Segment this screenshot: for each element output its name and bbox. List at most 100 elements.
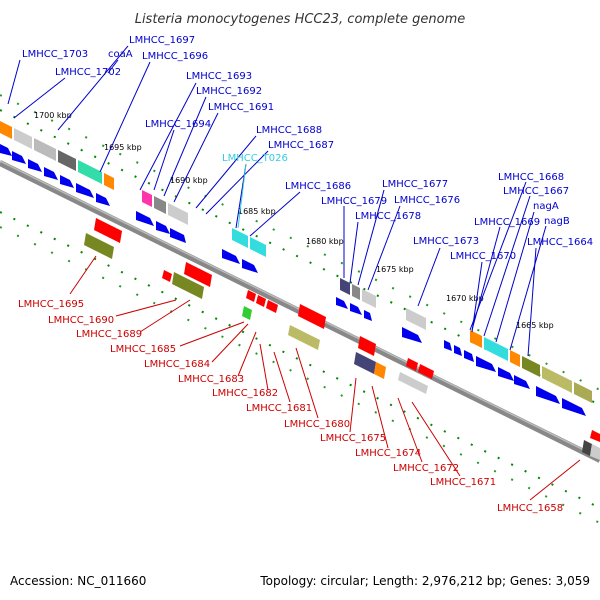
gene-arrow (364, 310, 372, 321)
gene-label: LMHCC_1682 (212, 388, 278, 399)
gene-arrow (562, 398, 586, 416)
gene-block (232, 228, 248, 248)
gene-block (94, 218, 122, 243)
gene-block (362, 289, 376, 308)
gene-label: LMHCC_1667 (503, 186, 569, 197)
forward-gene-arrows (0, 144, 586, 416)
genome-summary-text: Topology: circular; Length: 2,976,212 bp… (260, 574, 590, 588)
reverse-leader-lines (69, 255, 581, 501)
gene-arrow (350, 303, 362, 315)
gene-label: LMHCC_1672 (393, 463, 459, 474)
forward-gene-blocks (0, 121, 592, 403)
gene-label: LMHCC_1677 (382, 179, 448, 190)
gene-block (358, 336, 376, 356)
gene-block (58, 150, 76, 171)
gene-block (406, 308, 426, 330)
gene-block (0, 121, 12, 139)
gene-block (590, 444, 600, 460)
gene-block (14, 128, 32, 149)
gene-label: nagA (533, 201, 559, 212)
gene-label: LMHCC_1690 (48, 315, 114, 326)
accession-text: Accession: NC_011660 (10, 574, 147, 588)
gene-block (246, 290, 256, 302)
gene-label: LMHCC_1669 (474, 217, 540, 228)
gene-label: LMHCC_1689 (76, 329, 142, 340)
gene-label: LMHCC_1697 (129, 35, 195, 46)
gene-block (242, 306, 252, 320)
gene-label: LMHCC_1673 (413, 236, 479, 247)
forward-labels: LMHCC_1703 LMHCC_1697 coaA LMHCC_1696 LM… (22, 35, 593, 262)
gene-block (352, 284, 360, 300)
gene-arrow (0, 144, 12, 156)
gene-block (256, 295, 266, 307)
gene-label: nagB (544, 216, 570, 227)
gene-label: LMHCC_1692 (196, 86, 262, 97)
gene-block (298, 304, 326, 329)
reverse-gene-blocks (84, 218, 600, 460)
gene-block (288, 325, 320, 350)
gene-label: LMHCC_1687 (268, 140, 334, 151)
gene-block (574, 382, 592, 403)
gene-label: LMHCC_1688 (256, 125, 322, 136)
gene-arrow (444, 340, 452, 351)
gene-block (162, 270, 172, 282)
gene-label: LMHCC_1702 (55, 67, 121, 78)
gene-label: LMHCC_1664 (527, 237, 593, 248)
gene-arrow (28, 159, 42, 172)
position-1680: 1680 kbp (306, 237, 344, 246)
position-markers: 1700 kbp 1695 kbp 1690 kbp 1685 kbp 1680… (34, 111, 554, 330)
gene-label: LMHCC_1678 (355, 211, 421, 222)
gene-label-rna: LMHCC_T026 (222, 153, 288, 164)
gene-block (398, 372, 428, 394)
gene-block (34, 138, 56, 161)
gene-block (84, 233, 114, 259)
gene-block (484, 337, 508, 361)
gene-block (374, 362, 386, 379)
gene-block (470, 330, 482, 348)
gene-block (250, 237, 266, 257)
gene-label: LMHCC_1674 (355, 448, 421, 459)
gene-block (418, 364, 434, 379)
gene-arrow (454, 345, 462, 356)
gene-label: LMHCC_1680 (284, 419, 350, 430)
gene-block (172, 272, 204, 299)
gene-label: LMHCC_1683 (178, 374, 244, 385)
gene-arrow (476, 356, 496, 372)
gene-block (522, 356, 540, 377)
gene-label: LMHCC_1685 (110, 344, 176, 355)
gene-label: LMHCC_1693 (186, 71, 252, 82)
rna-leader-line (237, 163, 247, 229)
gene-arrow (222, 249, 240, 264)
gene-arrow (402, 327, 422, 343)
position-1690: 1690 kbp (170, 176, 208, 185)
gene-arrow (12, 151, 26, 164)
gene-block (406, 358, 418, 371)
gene-label: LMHCC_1695 (18, 299, 84, 310)
gene-block (582, 440, 592, 456)
gene-label: LMHCC_1675 (320, 433, 386, 444)
gene-block (542, 366, 572, 393)
gene-label: LMHCC_1691 (208, 102, 274, 113)
gene-label: LMHCC_1684 (144, 359, 210, 370)
gene-block (78, 160, 102, 184)
gene-label: coaA (108, 49, 133, 60)
gene-block (184, 262, 212, 287)
gene-block (510, 350, 520, 367)
gene-block (354, 352, 376, 374)
position-1665: 1665 kbp (516, 321, 554, 330)
gene-label: LMHCC_1676 (394, 195, 460, 206)
gene-arrow (464, 350, 474, 362)
position-1700: 1700 kbp (34, 111, 72, 120)
gene-arrow (156, 221, 170, 234)
gene-arrow (498, 367, 514, 381)
gene-arrow (60, 175, 74, 188)
map-title: Listeria monocytogenes HCC23, complete g… (135, 12, 466, 27)
gene-arrow (536, 386, 560, 404)
gene-label: LMHCC_1686 (285, 181, 351, 192)
position-1685: 1685 kbp (238, 207, 276, 216)
gene-arrow (96, 193, 110, 206)
gene-label: LMHCC_1696 (142, 51, 208, 62)
gene-label: LMHCC_1679 (321, 196, 387, 207)
gene-label: LMHCC_1694 (145, 119, 211, 130)
gene-arrow (136, 211, 154, 226)
